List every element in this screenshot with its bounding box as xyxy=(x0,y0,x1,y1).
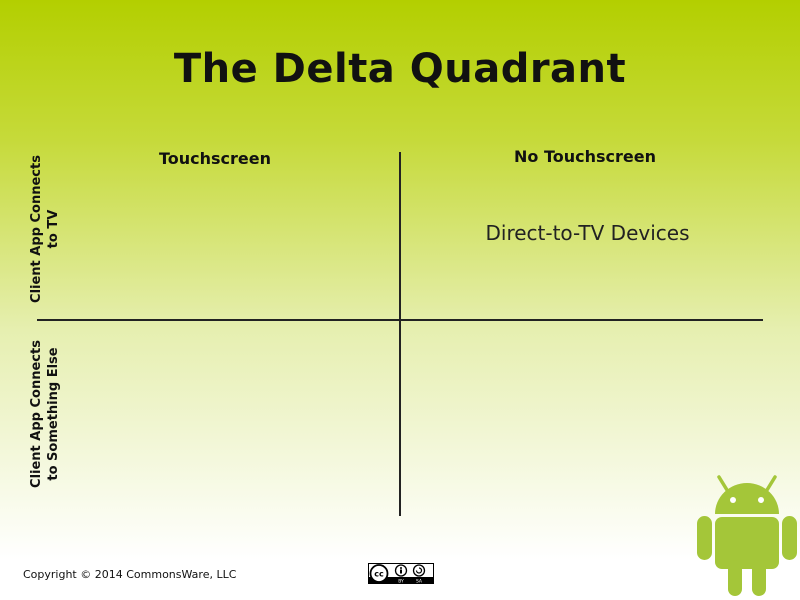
license-by-label: BY xyxy=(398,579,404,585)
row-header-connects-to-something-else: Client App Connects to Something Else xyxy=(28,314,62,514)
license-sa-label: SA xyxy=(416,579,423,585)
row-header-top-line2: to TV xyxy=(46,209,61,249)
column-header-no-touchscreen: No Touchscreen xyxy=(514,147,656,166)
copyright-text: Copyright © 2014 CommonsWare, LLC xyxy=(23,568,237,581)
row-header-bottom-line2: to Something Else xyxy=(46,347,61,481)
android-robot-icon xyxy=(697,475,797,596)
horizontal-axis-line xyxy=(37,319,763,321)
row-header-top-line1: Client App Connects xyxy=(29,155,44,303)
row-header-connects-to-tv: Client App Connects to TV xyxy=(28,129,62,329)
svg-text:cc: cc xyxy=(374,570,384,579)
vertical-axis-line xyxy=(399,152,401,516)
quadrant-top-right-label: Direct-to-TV Devices xyxy=(485,221,690,245)
slide-title: The Delta Quadrant xyxy=(173,46,627,92)
row-header-bottom-line1: Client App Connects xyxy=(29,340,44,488)
cc-by-sa-license-badge: cc BY SA xyxy=(368,563,434,584)
column-header-touchscreen: Touchscreen xyxy=(158,149,272,168)
